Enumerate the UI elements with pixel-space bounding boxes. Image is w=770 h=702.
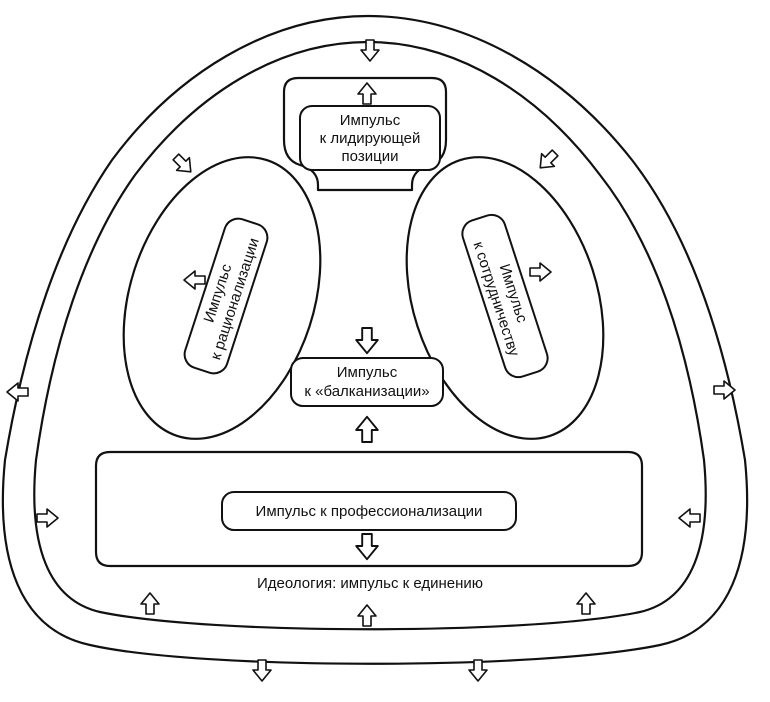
- professionalization-region: [94, 450, 644, 568]
- arrow-right-icon: [529, 262, 552, 282]
- leadership-label-3: позиции: [342, 148, 399, 165]
- arrow-up-icon: [140, 592, 160, 615]
- cooperation-box: [461, 213, 549, 379]
- balkanization-label-2: к «балканизации»: [304, 383, 429, 400]
- inner-boundary: [33, 40, 707, 631]
- balkanization-box: [290, 357, 444, 407]
- balkanization-label-1: Импульс: [337, 364, 398, 381]
- cooperation-box-group: Импульс к сотрудничеству: [461, 213, 549, 379]
- arrow-down-icon: [355, 327, 379, 355]
- ideology-label: Идеология: импульс к единению: [257, 575, 483, 592]
- arrow-up-icon: [576, 592, 596, 615]
- arrow-left-icon: [183, 270, 206, 290]
- professionalization-label: Импульс к профессионализации: [256, 503, 483, 520]
- arrow-down-icon: [355, 533, 379, 561]
- outer-boundary: [1, 14, 749, 665]
- professionalization-box: [221, 491, 517, 531]
- arrow-down-icon: [252, 659, 272, 682]
- arrow-inward-icon: [533, 145, 563, 175]
- rationalization-box-group: Импульс к рационализации: [183, 217, 269, 375]
- arrow-left-icon: [678, 508, 701, 528]
- leadership-label-2: к лидирующей: [320, 130, 421, 147]
- rationalization-region: [122, 156, 322, 440]
- leadership-box: [299, 105, 441, 171]
- arrow-left-icon: [6, 382, 29, 402]
- arrow-up-icon: [357, 82, 377, 105]
- cooperation-region: [405, 156, 605, 440]
- arrow-up-icon: [355, 415, 379, 443]
- leadership-label-1: Импульс: [340, 112, 401, 129]
- arrow-right-icon: [36, 508, 59, 528]
- arrow-inward-icon: [168, 149, 198, 179]
- arrow-up-icon: [357, 604, 377, 627]
- leadership-region: [282, 76, 448, 192]
- rationalization-box: [183, 217, 269, 375]
